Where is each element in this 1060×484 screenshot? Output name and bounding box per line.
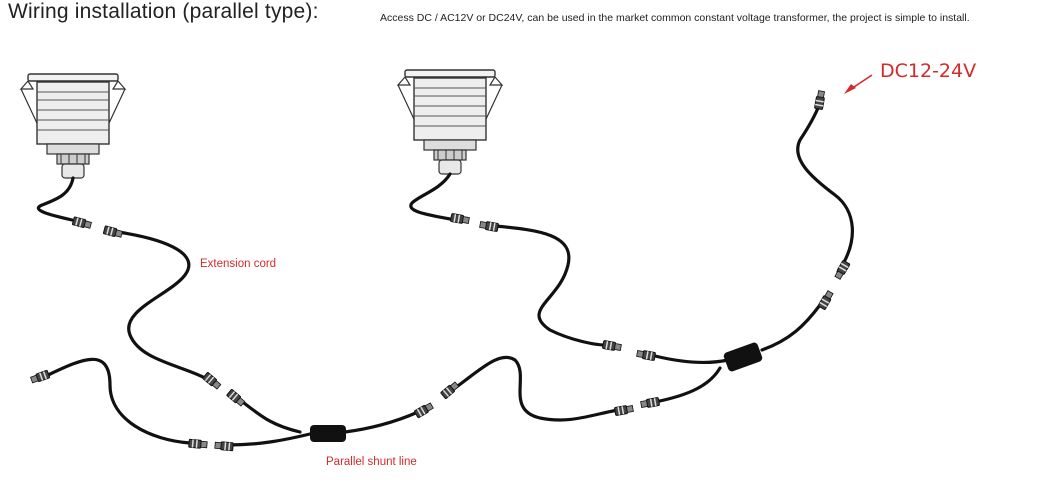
parallel-shunt-box-right [723,342,763,372]
extension-cord-label: Extension cord [200,258,277,270]
installation-description: Access DC / AC12V or DC24V, can be used … [380,12,970,24]
parallel-shunt-line-label: Parallel shunt line [326,456,417,468]
dc-input-label: DC12-24V [880,60,977,82]
lamp-fixture-middle [397,69,503,175]
lamp-fixture-left [20,73,126,179]
dc-input-arrow [844,74,873,94]
cables [36,106,854,447]
page-title: Wiring installation (parallel type): [8,0,319,23]
parallel-shunt-box-left [310,425,346,442]
